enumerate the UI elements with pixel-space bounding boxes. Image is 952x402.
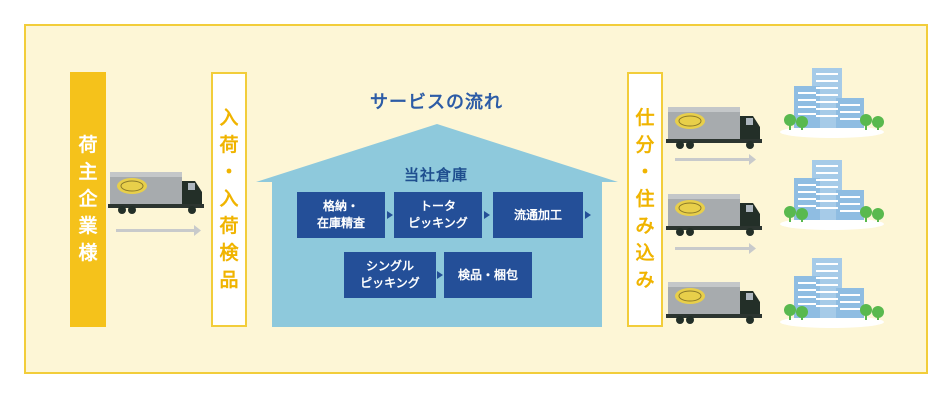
truck-icon [665,193,763,237]
arrow-icon [484,211,490,219]
step-processing-box: 流通加工 [493,192,583,238]
arrow-icon [675,243,756,254]
step-single-picking-line: シングル [365,259,414,273]
shipper-char: 主 [78,161,98,183]
receiving-char: 品 [219,269,239,291]
step-total-picking-line: ピッキング [408,216,468,230]
dispatch-char: み [635,269,655,291]
arrow-icon [116,225,201,236]
warehouse-title: 当社倉庫 [404,166,469,184]
dispatch-char: み [635,215,655,237]
step-total-picking-line: トータ [419,199,456,213]
dispatch-char: 込 [635,242,655,264]
shipper-char: 企 [78,188,98,210]
step-inspection-box: 検品・梱包 [444,252,532,298]
dispatch-bar: 仕 分 ・ 住 み 込 み [627,72,663,327]
arrow-icon [585,211,591,219]
dispatch-char: 住 [635,188,655,210]
receiving-char: 荷 [219,215,239,237]
receiving-bar: 入 荷 ・ 入 荷 検 品 [211,72,247,327]
receiving-char: 入 [219,188,239,210]
truck-icon [107,171,205,215]
step-processing-line: 流通加工 [513,207,562,222]
step-inspection-line: 検品・梱包 [457,267,518,282]
receiving-char: 検 [219,242,239,264]
truck-icon [665,281,763,325]
building-icon [779,159,885,231]
dispatch-char: 仕 [635,107,655,129]
dispatch-char: ・ [635,161,655,183]
flow-title: サービスの流れ [370,92,503,113]
shipper-char: 様 [78,242,98,264]
arrow-icon [675,154,756,165]
step-single-picking-line: ピッキング [360,276,420,290]
shipper-bar: 荷 主 企 業 様 [70,72,106,327]
truck-icon [665,106,763,150]
step-storage-line: 在庫精査 [316,216,365,230]
arrow-icon [437,271,443,279]
receiving-char: ・ [219,161,239,183]
receiving-char: 荷 [219,134,239,156]
step-storage-box: 格納・ 在庫精査 [297,192,385,238]
step-single-picking-box: シングル ピッキング [344,252,436,298]
building-icon [779,67,885,139]
shipper-char: 業 [78,215,98,237]
arrow-icon [387,211,393,219]
step-total-picking-box: トータ ピッキング [394,192,482,238]
dispatch-char: 分 [635,134,655,156]
shipper-char: 荷 [78,134,98,156]
step-storage-line: 格納・ [322,199,359,213]
building-icon [779,257,885,329]
receiving-char: 入 [219,107,239,129]
